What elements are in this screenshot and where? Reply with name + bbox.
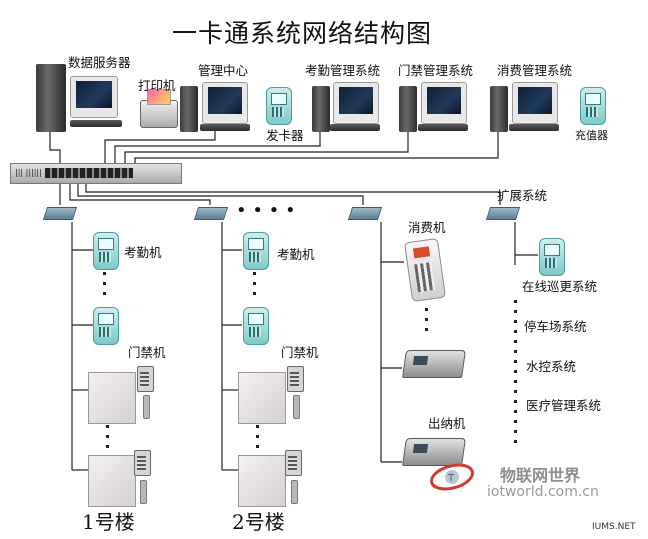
consume-dots <box>425 308 428 338</box>
node-branch-1-icon <box>42 207 78 220</box>
server-label: 数据服务器 <box>68 55 131 70</box>
b2-attendance-icon <box>243 232 269 270</box>
switch-label: ||| |||||| <box>15 168 42 177</box>
b2-dots-1 <box>253 272 256 298</box>
attendance-mgmt-label: 考勤管理系统 <box>305 63 381 78</box>
expansion-item-medical: 医疗管理系统 <box>526 398 602 413</box>
attendance-tower-icon <box>312 86 330 132</box>
b2-attendance2-icon <box>243 307 269 345</box>
node-branch-4-icon <box>485 207 521 220</box>
server-keyboard-icon <box>70 120 122 127</box>
access-mgmt-label: 门禁管理系统 <box>398 63 474 78</box>
b1-dots-1 <box>103 272 106 298</box>
node-branch-3-icon <box>347 207 383 220</box>
b1-attendance2-icon <box>93 307 119 345</box>
card-issuer-icon <box>266 87 292 125</box>
wire-access-mgmt <box>124 130 409 165</box>
wire-branch-2 <box>69 182 211 205</box>
svg-text:T: T <box>447 473 455 484</box>
b1-access-cabinet2-icon <box>88 455 136 507</box>
expansion-item-parking: 停车场系统 <box>524 319 587 334</box>
pos-terminal-icon <box>402 350 466 378</box>
server-tower-icon <box>36 64 66 132</box>
building-2-name: 2号楼 <box>232 510 285 534</box>
printer-icon <box>140 89 178 128</box>
consume-keyboard-icon <box>509 124 559 131</box>
wire-consume-mgmt <box>134 130 499 165</box>
expand-label: 扩展系统 <box>497 188 548 203</box>
card-issuer-label: 发卡器 <box>266 128 304 143</box>
wire-mgmt <box>104 130 216 165</box>
watermark-tag: IUMS.NET <box>592 522 636 532</box>
b2-access-cabinet2-icon <box>238 455 286 507</box>
b2-lock-handle-icon <box>293 395 300 419</box>
access-keyboard-icon <box>418 124 468 131</box>
b2-dots-2 <box>256 425 259 451</box>
b2-keypad-icon <box>287 366 304 392</box>
attendance-keyboard-icon <box>330 124 380 131</box>
wire-server <box>49 132 61 165</box>
watermark-url: iotworld.com.cn <box>487 484 599 500</box>
b1-keypad-icon <box>137 366 154 392</box>
consume-monitor-icon <box>512 82 558 124</box>
consume-mgmt-label: 消费管理系统 <box>497 63 573 78</box>
watermark-cn: 物联网世界 <box>500 466 581 485</box>
server-monitor-icon <box>70 76 118 118</box>
recharge-icon <box>580 87 606 125</box>
b1-lock-handle2-icon <box>140 480 147 504</box>
wire-branch-3 <box>77 182 364 205</box>
b1-attendance-label: 考勤机 <box>124 245 162 260</box>
access-monitor-icon <box>421 82 467 124</box>
more-branches-dots: • • • • <box>236 200 296 221</box>
b1-access-label: 门禁机 <box>128 345 166 360</box>
patrol-device-icon <box>539 238 565 276</box>
b1-attendance-icon <box>93 232 119 270</box>
b2-access-label: 门禁机 <box>281 345 319 360</box>
b1-dots-2 <box>106 425 109 451</box>
attendance-monitor-icon <box>333 82 379 124</box>
recharge-label: 充值器 <box>575 129 608 142</box>
b1-access-cabinet-icon <box>88 372 136 424</box>
wire-attendance-mgmt <box>114 130 321 165</box>
page-title: 一卡通系统网络结构图 <box>172 19 433 48</box>
expansion-item-patrol: 在线巡更系统 <box>522 279 598 294</box>
consumer-label: 消费机 <box>408 220 446 235</box>
b2-attendance-label: 考勤机 <box>277 247 315 262</box>
mgmt-monitor-icon <box>202 82 248 124</box>
b1-keypad2-icon <box>134 450 151 476</box>
cashier-label: 出纳机 <box>428 416 466 431</box>
b2-access-cabinet-icon <box>238 372 286 424</box>
mgmt-label: 管理中心 <box>198 63 249 78</box>
consume-tower-icon <box>490 86 508 132</box>
building-1-name: 1号楼 <box>82 510 135 534</box>
wire-branch-4 <box>85 182 501 205</box>
b2-lock-handle2-icon <box>291 480 298 504</box>
expansion-item-water: 水控系统 <box>526 359 577 374</box>
iotworld-logo-icon: T <box>430 463 474 491</box>
mgmt-tower-icon <box>180 86 198 132</box>
expansion-dots <box>514 300 517 450</box>
b2-keypad2-icon <box>285 450 302 476</box>
printer-label: 打印机 <box>138 78 176 93</box>
node-branch-2-icon <box>193 207 229 220</box>
mgmt-keyboard-icon <box>200 124 250 131</box>
b1-lock-handle-icon <box>143 395 150 419</box>
access-tower-icon <box>399 86 417 132</box>
network-switch-icon: ||| |||||| <box>10 163 182 184</box>
